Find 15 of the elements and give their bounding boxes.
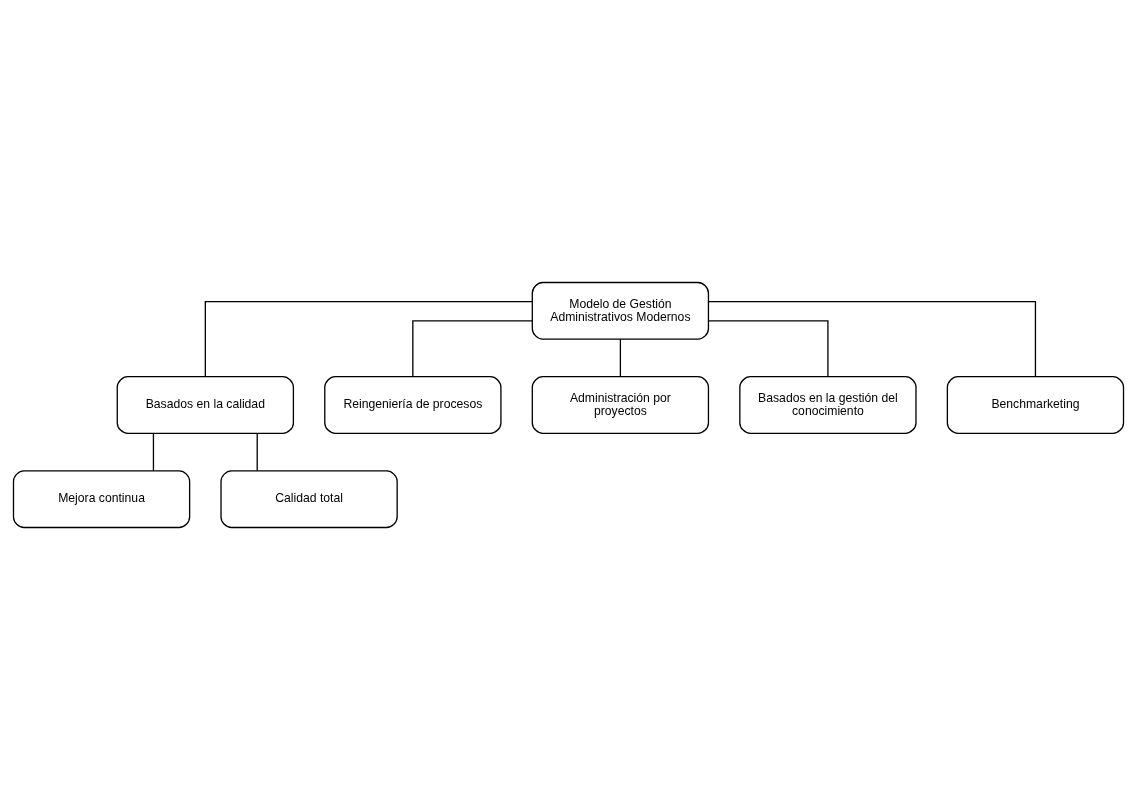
node-box: Benchmarketing [946,375,1125,434]
connector [256,432,258,471]
node-box: Calidad total [220,469,398,528]
connector [204,300,533,377]
connector [152,432,155,471]
connector [708,300,1037,377]
node-box: Reingeniería de procesos [324,375,502,434]
node-box: Modelo de Gestión Administrativos Modernos [531,281,710,340]
node-box: Basados en la gestión del conocimiento [739,375,917,434]
node-box: Administración por proyectos [531,375,710,434]
connector [412,319,533,377]
connector [619,338,622,377]
connector [708,319,829,377]
node-box: Mejora continua [12,469,191,528]
node-box: Basados en la calidad [116,375,295,434]
